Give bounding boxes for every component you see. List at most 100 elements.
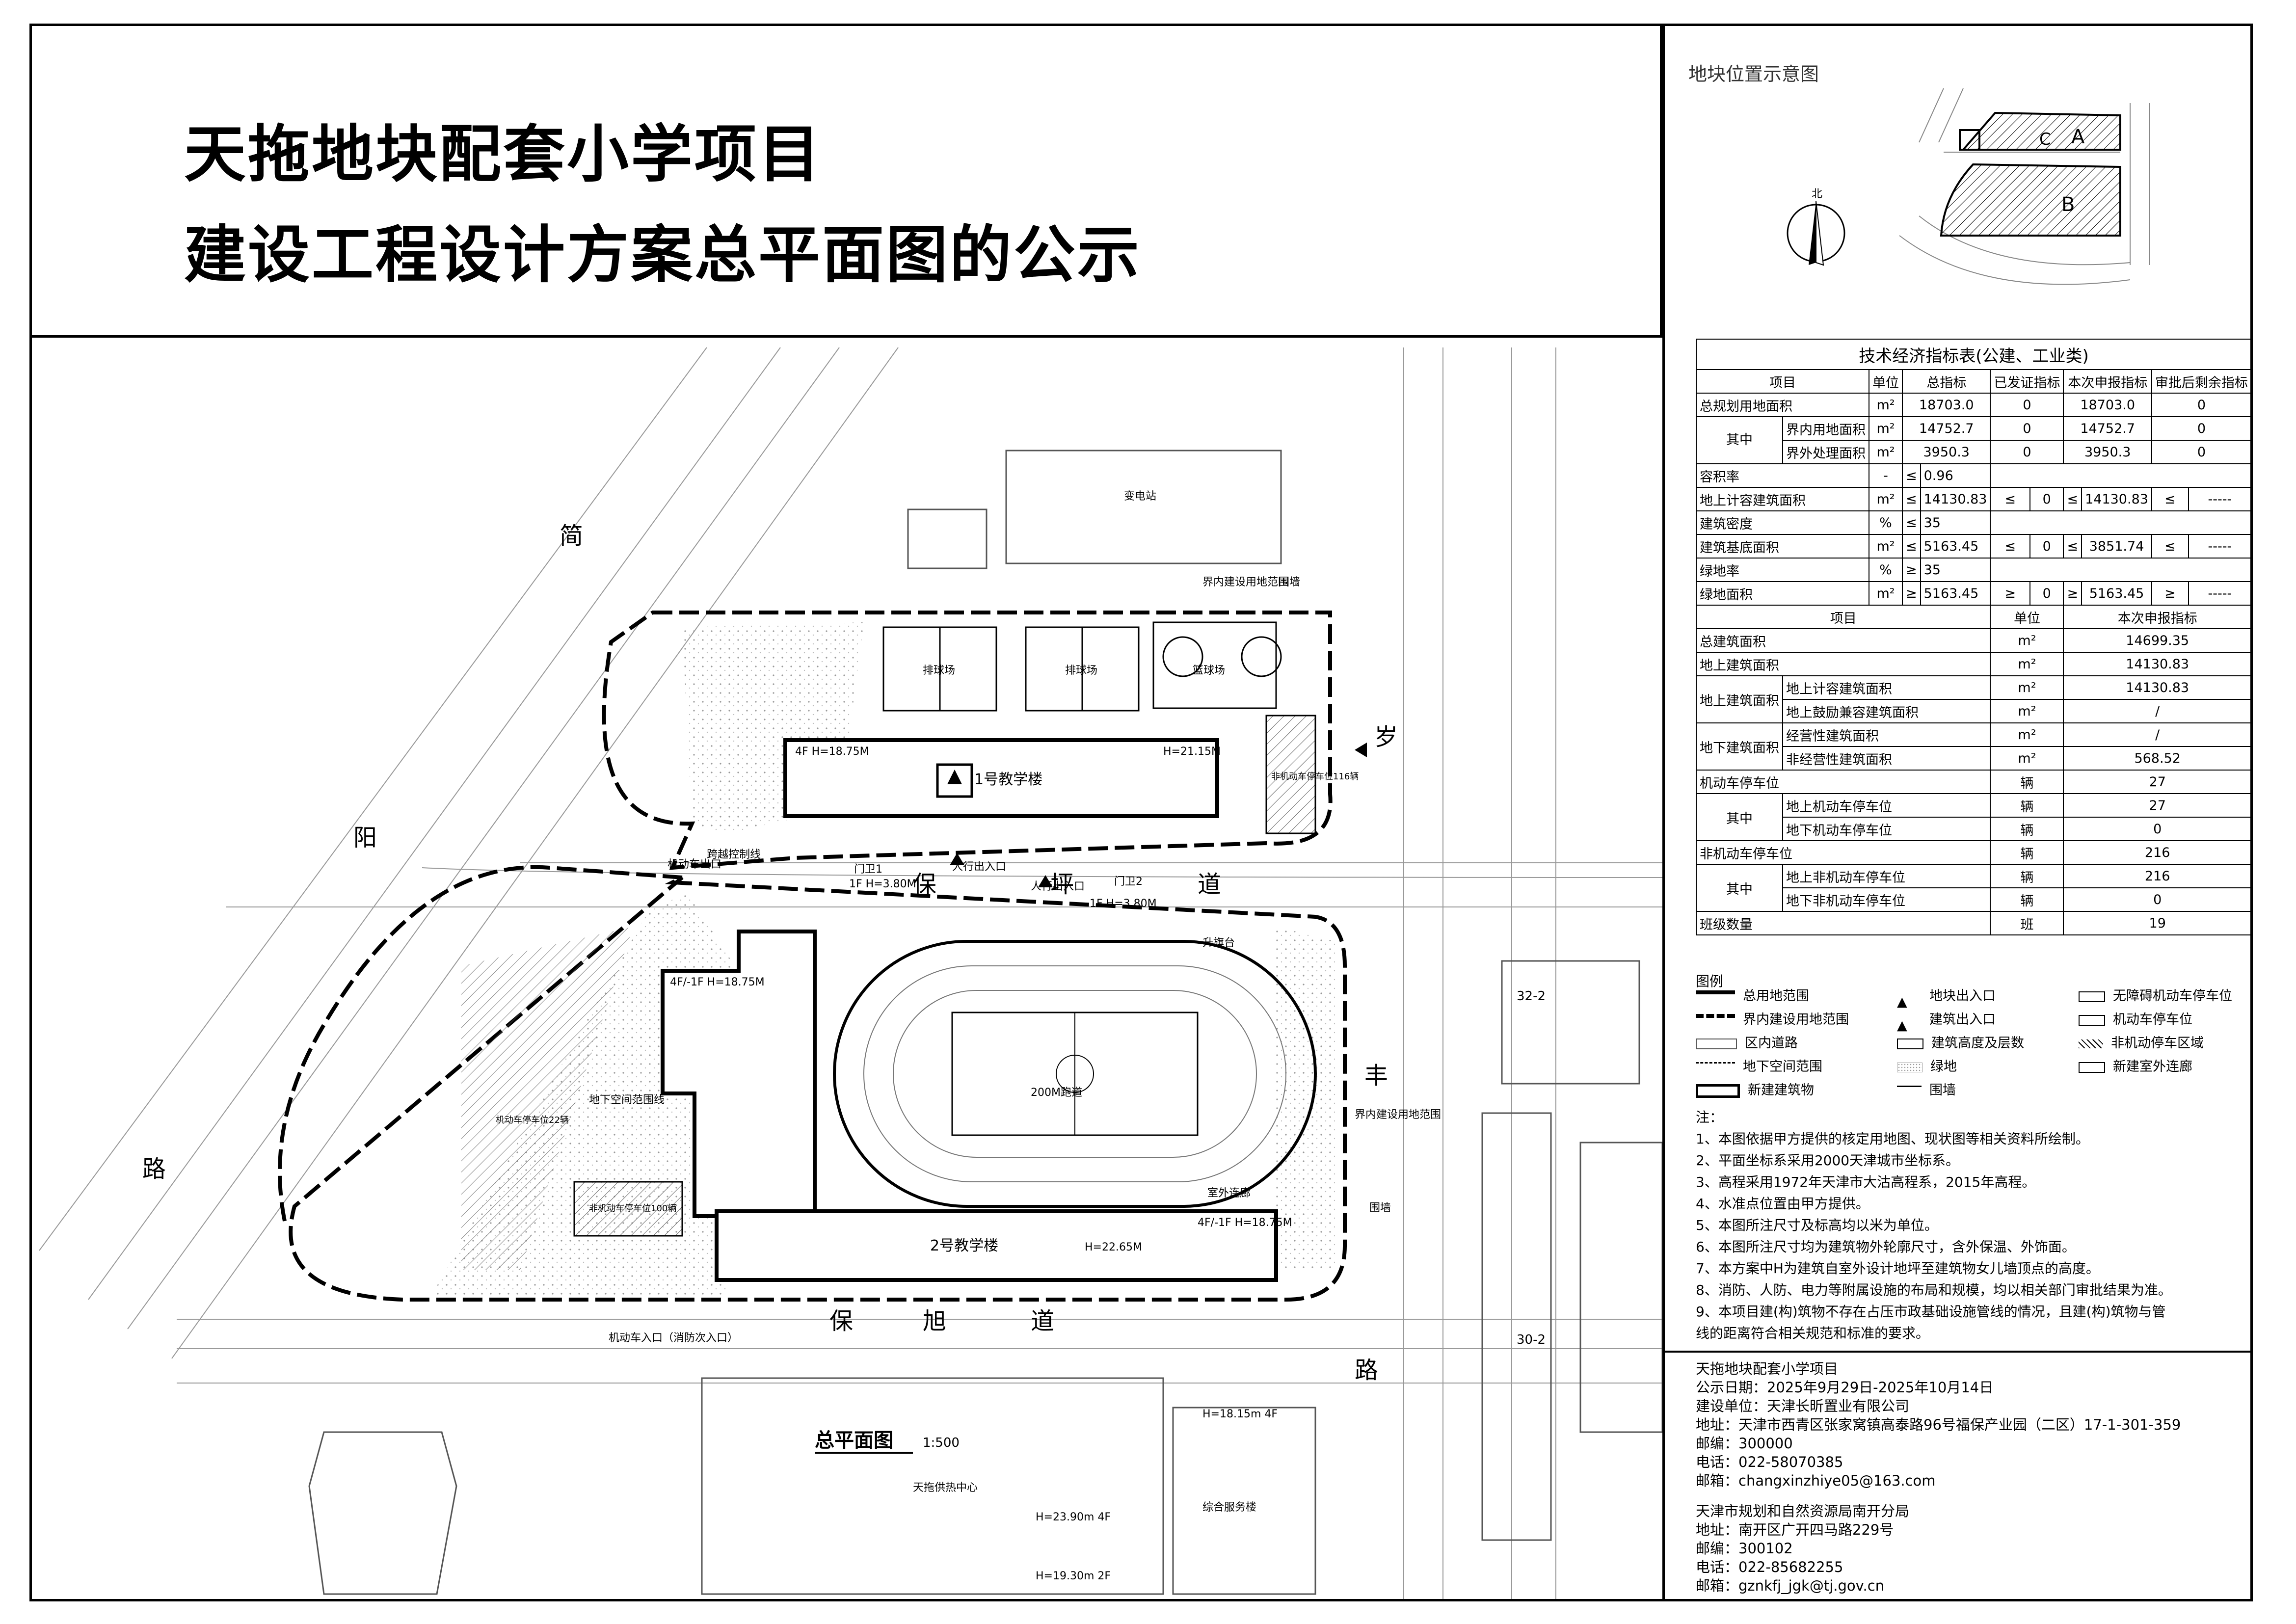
building-1-height: 4F H=18.75M (795, 745, 869, 758)
road-baoping-3: 道 (1198, 871, 1221, 898)
green-area-icon (1897, 1062, 1922, 1072)
boundary-label-2: 界内建设用地范围 (1355, 1109, 1441, 1121)
info-builder-zip: 邮编：300000 (1696, 1435, 1793, 1452)
table-row: 建筑密度 % ≤ 35 (1696, 510, 2252, 535)
building-2-height: H=22.65M (1085, 1241, 1142, 1253)
boundary-inner-icon (1696, 1013, 1735, 1027)
accessible-parking-icon (2079, 991, 2105, 1002)
table-row: 地上建筑面积 地上计容建筑面积 m² 14130.83 (1696, 675, 2252, 723)
notes: 注： 1、本图依据甲方提供的核定用地图、现状图等相关资料所绘制。 2、平面坐标系… (1696, 1107, 2243, 1344)
height-note-2: H=19.30m 2F (1036, 1570, 1111, 1582)
boundary-label-1: 界内建设用地范围 (1202, 576, 1289, 588)
note-item: 6、本图所注尺寸均为建筑物外轮廓尺寸，含外保温、外饰面。 (1696, 1239, 2076, 1255)
legend-item: 新建建筑物 (1748, 1083, 1814, 1098)
legend-item: 非机动停车区域 (2111, 1036, 2204, 1051)
info-authority-mail: 邮箱：gznkfj_jgk@tj.gov.cn (1696, 1577, 1885, 1594)
corridor-label: 室外连廊 (1207, 1187, 1251, 1199)
info-project: 天拖地块配套小学项目 (1696, 1360, 1839, 1377)
note-item: 线的距离符合相关规范和标准的要求。 (1696, 1325, 1930, 1341)
th2-current: 本次申报指标 (2063, 605, 2252, 629)
note-item: 2、平面坐标系采用2000天津城市坐标系。 (1696, 1152, 1960, 1169)
indicator-table: 技术经济指标表(公建、工业类) 项目 单位 总指标 已发证指标 本次申报指标 审… (1695, 339, 2252, 935)
gate-2-label: 门卫2 (1114, 876, 1143, 888)
th-unit: 单位 (1869, 369, 1903, 394)
building-30-2: 30-2 (1517, 1332, 1546, 1347)
note-item: 7、本方案中H为建筑自室外设计地坪至建筑物女儿墙顶点的高度。 (1696, 1260, 2100, 1277)
basketball-court (1152, 621, 1277, 709)
road-baoxu-2: 旭 (923, 1307, 946, 1335)
bike-parking-1: 非机动车停车位116辆 (1271, 772, 1359, 782)
note-item: 8、消防、人防、电力等附属设施的布局和规模，均以相关部门审批结果为准。 (1696, 1282, 2172, 1298)
plan-scale: 1:500 (923, 1436, 960, 1450)
neighbor-2-label: 综合服务楼 (1202, 1501, 1256, 1514)
table-row: 其中 地上机动车停车位 辆 27 (1696, 793, 2252, 841)
info-builder: 建设单位：天津长昕置业有限公司 (1696, 1398, 1910, 1414)
title-block: 天拖地块配套小学项目 建设工程设计方案总平面图的公示 (29, 24, 1662, 338)
walkway-label: 跨越控制线 (707, 849, 761, 861)
car-exit-label: 机动车出口 (667, 858, 721, 871)
table-row: 地下机动车停车位 辆 0 (1696, 817, 2252, 841)
bike-area-icon (2079, 1039, 2103, 1048)
note-item: 4、水准点位置由甲方提供。 (1696, 1196, 1869, 1212)
info-authority: 天津市规划和自然资源局南开分局 (1696, 1503, 1910, 1519)
building-2 (715, 1209, 1278, 1282)
notes-title: 注： (1696, 1109, 1724, 1125)
zone-a: A (2071, 126, 2085, 148)
legend-item: 建筑高度及层数 (1931, 1036, 2024, 1051)
entry-arrow-icon (1038, 875, 1053, 887)
internal-road-icon (1696, 1038, 1737, 1049)
legend-item: 区内道路 (1745, 1036, 1798, 1051)
title-line-1: 天拖地块配套小学项目 (184, 118, 822, 190)
neighbor-1-label: 天拖供热中心 (913, 1482, 978, 1494)
road-jianyang-1: 简 (560, 522, 583, 550)
legend-item: 新建室外连廊 (2113, 1059, 2192, 1074)
wing-height: 4F/-1F H=18.75M (670, 976, 765, 988)
table-row: 其中 界内用地面积 m² 14752.7 0 14752.7 0 (1696, 416, 2252, 464)
context-roads (39, 347, 1662, 1599)
info-builder-address: 地址：天津市西青区张家窝镇高泰路96号福保产业园（二区）17-1-301-359 (1696, 1416, 2181, 1433)
building-1 (783, 738, 1219, 818)
table-row: 界外处理面积 m² 3950.3 0 3950.3 0 (1696, 440, 2252, 464)
entry-arrow-icon (950, 853, 964, 865)
gate-2-height: 1F H=3.80M (1090, 898, 1157, 910)
info-builder-tel: 电话：022-58070385 (1696, 1454, 1843, 1470)
site-plan: 简 阳 路 岁 丰 路 保 坪 道 保 旭 道 1号教学楼 2号教学楼 4F H… (39, 347, 1662, 1599)
table-caption: 技术经济指标表(公建、工业类) (1696, 339, 2252, 370)
building-west-wing (661, 930, 817, 1218)
height-note-3: H=18.15m 4F (1202, 1408, 1278, 1420)
info-builder-mail: 邮箱：changxinzhiye05@163.com (1696, 1472, 1936, 1489)
table-row: 班级数量 班 19 (1695, 911, 2252, 935)
th-total: 总指标 (1901, 369, 1991, 394)
building-2-label: 2号教学楼 (930, 1237, 998, 1254)
table-row: 非机动车停车位 辆 216 (1695, 840, 2252, 865)
location-map-label: 地块位置示意图 (1688, 63, 1819, 85)
table-row: 地上鼓励兼容建筑面积 m² / (1696, 699, 2252, 723)
table-row: 地上建筑面积 m² 14130.83 (1695, 652, 2252, 676)
th-remain: 审批后剩余指标 (2151, 369, 2252, 394)
legend-item: 无障碍机动车停车位 (2113, 988, 2232, 1004)
car-entry-label: 机动车入口（消防次入口） (609, 1332, 738, 1344)
table-row: 非经营性建筑面积 m² 568.52 (1696, 746, 2252, 771)
legend-item: 总用地范围 (1743, 988, 1809, 1004)
table-row: 机动车停车位 辆 27 (1695, 770, 2252, 794)
boundary-total-icon (1696, 990, 1735, 1003)
svg-text:北: 北 (1812, 188, 1822, 200)
publication-info: 天拖地块配套小学项目 公示日期：2025年9月29日-2025年10月14日 建… (1696, 1359, 2243, 1595)
table-row: 其中 地上非机动车停车位 辆 216 (1696, 864, 2252, 912)
divider (1662, 1351, 2253, 1353)
entry-arrow-icon (1355, 743, 1367, 757)
track-label: 200M跑道 (1031, 1087, 1082, 1099)
legend-item: 界内建设用地范围 (1743, 1012, 1849, 1027)
road-suifeng-3: 路 (1355, 1357, 1378, 1384)
road-baoxu-3: 道 (1031, 1307, 1054, 1335)
road-baoxu-1: 保 (829, 1307, 853, 1335)
north-arrow-icon: 北 (1787, 188, 1845, 266)
table-row: 总建筑面积 m² 14699.35 (1695, 628, 2252, 653)
gate-1-label: 门卫1 (854, 863, 882, 876)
info-authority-zip: 邮编：300102 (1696, 1540, 1793, 1557)
running-track (833, 940, 1317, 1208)
substation (1005, 450, 1282, 564)
site-entry-icon: ▲ (1897, 994, 1907, 1010)
building-2-height-2: 4F/-1F H=18.75M (1198, 1217, 1292, 1229)
underground-range-icon (1696, 1062, 1735, 1072)
